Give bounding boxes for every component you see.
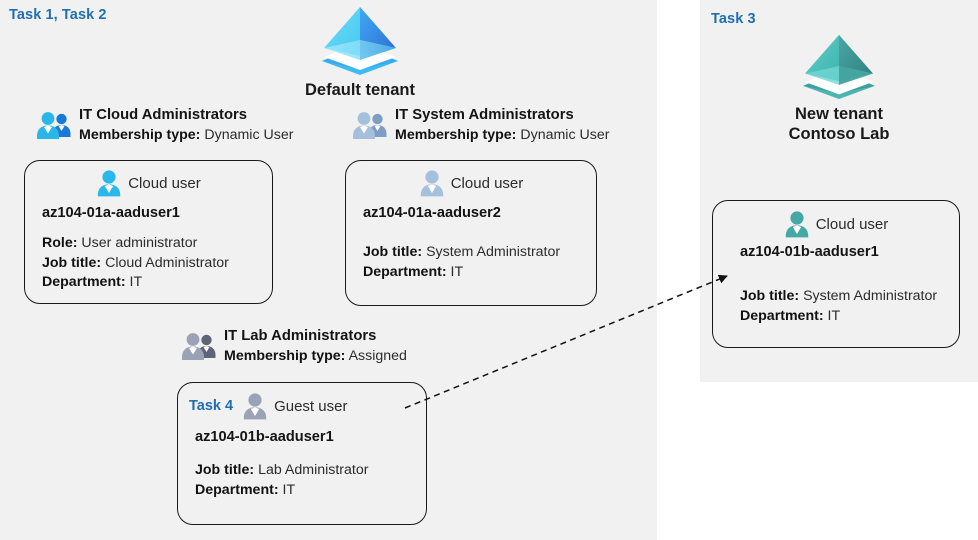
card-header: Cloud user (713, 207, 959, 241)
group-users-icon (182, 333, 216, 360)
property-label: Job title: (42, 254, 102, 271)
user-property-job-title: Job title: Cloud Administrator (42, 254, 272, 274)
property-label: Job title: (740, 288, 800, 304)
property-value: Lab Administrator (258, 462, 369, 478)
property-value: System Administrator (426, 244, 561, 260)
user-property-department: Department: IT (42, 273, 272, 293)
property-value: IT (282, 481, 296, 498)
user-card-az104-01b-aaduser1-guest: Task 4 Guest user az104-01b-aaduser1 Job… (177, 382, 427, 525)
property-label: Department: (740, 307, 824, 324)
property-label: Job title: (195, 462, 255, 478)
user-property-job-title: Job title: System Administrator (363, 243, 596, 263)
new-tenant-block: New tenant Contoso Lab (700, 32, 978, 144)
cloud-user-icon (785, 211, 808, 238)
user-property-job-title: Job title: Lab Administrator (195, 461, 426, 481)
guest-user-icon (243, 393, 267, 420)
property-value: IT (827, 307, 841, 324)
property-value: System Administrator (803, 288, 938, 304)
cloud-user-icon (98, 170, 121, 197)
task-label-1-2: Task 1, Task 2 (9, 7, 107, 23)
user-properties: Role: User administrator Job title: Clou… (42, 234, 272, 293)
property-label: Department: (195, 481, 279, 498)
group-it-lab-administrators: IT Lab Administrators Membership type: A… (181, 327, 407, 366)
property-label: Department: (42, 274, 126, 290)
user-properties: Job title: System Administrator Departme… (740, 287, 959, 326)
user-property-department: Department: IT (740, 307, 959, 327)
user-principal-name: az104-01a-aaduser2 (363, 205, 501, 221)
user-type-label: Guest user (274, 397, 348, 415)
group-membership-type: Membership type: Dynamic User (79, 125, 293, 145)
card-header: Cloud user (346, 166, 596, 200)
property-label: Job title: (363, 244, 423, 260)
group-it-system-administrators: IT System Administrators Membership type… (352, 106, 609, 145)
group-membership-type: Membership type: Dynamic User (395, 125, 609, 145)
user-type-label: Cloud user (450, 174, 524, 192)
user-type-label: Cloud user (128, 174, 201, 192)
user-card-az104-01a-aaduser2: Cloud user az104-01a-aaduser2 Job title:… (345, 160, 597, 306)
group-it-cloud-administrators: IT Cloud Administrators Membership type:… (36, 106, 293, 145)
user-type-label: Cloud user (815, 215, 889, 233)
task-label-4: Task 4 (189, 398, 234, 414)
user-principal-name: az104-01b-aaduser1 (740, 244, 879, 260)
group-name: IT Lab Administrators (224, 328, 377, 344)
membership-type-label: Membership type: (395, 127, 517, 143)
user-properties: Job title: System Administrator Departme… (363, 243, 596, 282)
group-name: IT Cloud Administrators (79, 107, 247, 123)
property-label: Role: (42, 235, 78, 251)
property-label: Department: (363, 263, 447, 280)
azure-ad-tenant-icon (322, 7, 398, 75)
card-header: Cloud user (25, 166, 272, 200)
user-card-az104-01a-aaduser1: Cloud user az104-01a-aaduser1 Role: User… (24, 160, 273, 304)
default-tenant-block: Default tenant (228, 4, 492, 100)
new-tenant-name-line2: Contoso Lab (788, 125, 890, 143)
group-users-icon (37, 112, 71, 139)
user-property-department: Department: IT (195, 481, 426, 501)
property-value: IT (450, 263, 464, 280)
user-property-job-title: Job title: System Administrator (740, 287, 959, 307)
property-value: User administrator (81, 235, 198, 251)
cloud-user-icon (420, 170, 443, 197)
azure-ad-tenant-icon (803, 34, 875, 100)
user-principal-name: az104-01a-aaduser1 (42, 205, 180, 221)
membership-type-value: Dynamic User (204, 127, 294, 143)
default-tenant-name: Default tenant (304, 81, 415, 99)
property-value: IT (129, 274, 143, 290)
property-value: Cloud Administrator (105, 254, 229, 271)
task-label-3: Task 3 (711, 11, 756, 27)
user-properties: Job title: Lab Administrator Department:… (195, 461, 426, 500)
membership-type-label: Membership type: (79, 127, 201, 143)
group-users-icon (353, 112, 387, 139)
membership-type-label: Membership type: (224, 348, 346, 364)
new-tenant-name-line1: New tenant (794, 105, 883, 123)
user-property-role: Role: User administrator (42, 234, 272, 254)
group-name: IT System Administrators (395, 107, 574, 123)
group-membership-type: Membership type: Assigned (224, 346, 407, 366)
user-principal-name: az104-01b-aaduser1 (195, 429, 334, 445)
user-card-az104-01b-aaduser1-cloud: Cloud user az104-01b-aaduser1 Job title:… (712, 200, 960, 348)
user-property-department: Department: IT (363, 263, 596, 283)
card-header: Task 4 Guest user (178, 389, 426, 423)
membership-type-value: Dynamic User (520, 127, 610, 143)
membership-type-value: Assigned (348, 348, 407, 364)
